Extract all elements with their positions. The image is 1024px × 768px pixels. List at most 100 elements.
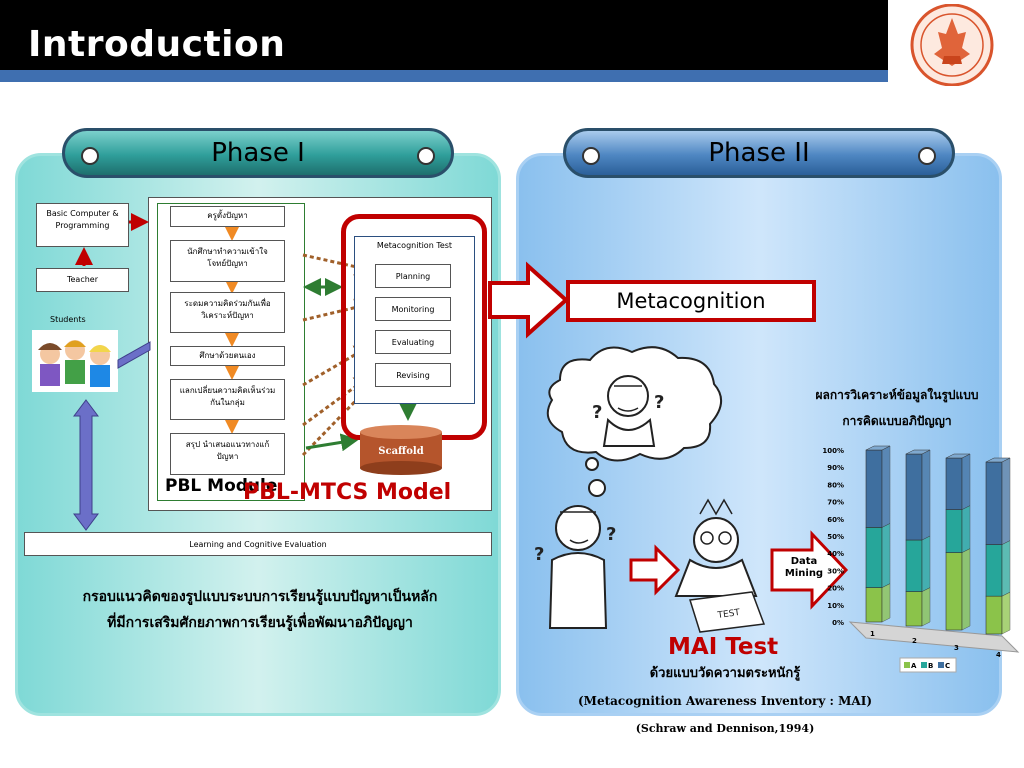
bar-segment-side: [1001, 540, 1011, 597]
citation: (Schraw and Dennison,1994): [635, 722, 815, 735]
bar-segment-side: [1001, 591, 1011, 635]
bar-segment: [985, 595, 1003, 635]
bar-segment-side: [921, 449, 931, 541]
scaffold-cylinder-icon: [360, 425, 442, 475]
bar-segment: [985, 544, 1003, 597]
svg-text:?: ?: [606, 524, 616, 545]
page-title: Introduction: [28, 24, 286, 65]
legend-label: C: [945, 662, 950, 670]
basic-computer-box: Basic Computer & Programming: [36, 203, 129, 247]
planning-box: Planning: [375, 264, 451, 288]
x-tick-label: 4: [996, 651, 1001, 659]
mai-subtitle: ด้วยแบบวัดความตระหนักรู้: [649, 666, 801, 681]
bar-top: [945, 453, 971, 459]
caption-line-1: กรอบแนวคิดของรูปแบบระบบการเรียนรู้แบบปัญ…: [82, 589, 438, 605]
x-tick-label: 1: [870, 630, 875, 638]
legend-swatch: [904, 662, 910, 668]
teacher-box: Teacher: [36, 268, 129, 292]
step-box: สรุป นำเสนอแนวทางแก้ปัญหา: [170, 433, 285, 475]
bar-segment-side: [881, 445, 891, 528]
y-tick-label: 80%: [827, 481, 844, 489]
legend-label: A: [911, 662, 917, 670]
bar-segment: [985, 461, 1003, 545]
chart-title-line-2: การคิดแบบอภิปัญญา: [842, 414, 952, 428]
caption-line-2: ที่มีการเสริมศักยภาพการเรียนรู้เพื่อพัฒน…: [107, 615, 413, 631]
bar-segment-side: [921, 587, 931, 627]
svg-text:TEST: TEST: [716, 608, 741, 621]
y-tick-label: 40%: [827, 550, 844, 558]
phase-two-header: Phase II: [563, 128, 955, 178]
chart-floor: [848, 621, 1020, 653]
bar-segment: [905, 453, 923, 541]
bar-segment: [865, 449, 883, 528]
svg-text:?: ?: [654, 392, 664, 413]
evaluating-box: Evaluating: [375, 330, 451, 354]
revising-box: Revising: [375, 363, 451, 387]
step-box: ศึกษาด้วยตนเอง: [170, 346, 285, 366]
monitoring-box: Monitoring: [375, 297, 451, 321]
bar-top: [865, 445, 891, 451]
svg-text:?: ?: [534, 544, 544, 565]
students-illustration: [32, 330, 118, 392]
bar-segment-side: [961, 453, 971, 511]
mtcs-model-label: PBL-MTCS Model: [243, 480, 452, 505]
x-tick-label: 3: [954, 644, 959, 652]
legend-swatch: [921, 662, 927, 668]
bar-segment-side: [961, 548, 971, 631]
step-box: ระดมความคิดร่วมกันเพื่อวิเคราะห์ปัญหา: [170, 292, 285, 333]
pbl-module-label: PBL Module: [165, 476, 278, 496]
bar-segment-side: [1001, 457, 1011, 545]
step-box: นักศึกษาทำความเข้าใจโจทย์ปัญหา: [170, 240, 285, 282]
bar-segment-side: [881, 522, 891, 589]
phase-one-label: Phase I: [211, 138, 305, 168]
bar-segment-side: [921, 535, 931, 593]
bar-segment: [865, 527, 883, 588]
bullet-icon: [918, 147, 936, 165]
x-tick-label: 2: [912, 637, 917, 645]
bar-segment: [905, 591, 923, 627]
title-underline: [0, 70, 888, 82]
data-mining-label: Data Mining: [784, 556, 824, 579]
royal-emblem-icon: [910, 4, 994, 86]
students-label: Students: [50, 315, 86, 324]
chart-legend: [899, 657, 957, 673]
step-box: แลกเปลี่ยนความคิดเห็นร่วมกันในกลุ่ม: [170, 379, 285, 420]
legend-swatch: [938, 662, 944, 668]
bullet-icon: [417, 147, 435, 165]
y-tick-label: 30%: [827, 567, 844, 575]
chart-title-line-1: ผลการวิเคราะห์ข้อมูลในรูปแบบ: [815, 388, 979, 402]
y-tick-label: 100%: [822, 447, 844, 455]
bar-top: [985, 457, 1011, 463]
step-box: ครูตั้งปัญหา: [170, 206, 285, 227]
svg-text:?: ?: [592, 402, 602, 423]
y-tick-label: 90%: [827, 464, 844, 472]
legend-label: B: [928, 662, 933, 670]
bar-segment: [945, 509, 963, 553]
y-tick-label: 20%: [827, 585, 844, 593]
y-tick-label: 0%: [832, 619, 844, 627]
bar-segment-side: [881, 583, 891, 623]
bullet-icon: [582, 147, 600, 165]
metacognition-test-title: Metacognition Test: [376, 241, 453, 250]
mai-test-label: MAI Test: [668, 634, 779, 660]
metacognition-box: Metacognition: [566, 280, 816, 322]
stacked-bar-chart: 0% 10% 20% 30% 40% 50% 60% 70% 80% 90% 100% 1 2 3 4A B C: [822, 445, 1020, 673]
evaluation-bar: Learning and Cognitive Evaluation: [24, 532, 492, 556]
bar-segment: [905, 539, 923, 592]
y-tick-label: 60%: [827, 516, 844, 524]
title-bar: [0, 0, 888, 70]
mai-full-name: (Metacognition Awareness Inventory : MAI…: [577, 694, 873, 708]
phase-two-label: Phase II: [708, 138, 810, 168]
bar-segment: [945, 457, 963, 510]
highlight-frame: [341, 214, 487, 440]
phase-one-header: Phase I: [62, 128, 454, 178]
scaffold-label: Scaffold: [378, 446, 424, 457]
y-tick-label: 50%: [827, 533, 844, 541]
bar-top: [905, 449, 931, 455]
bar-segment: [945, 552, 963, 631]
y-tick-label: 10%: [827, 602, 844, 610]
bar-segment-side: [961, 505, 971, 554]
y-tick-label: 70%: [827, 499, 844, 507]
bullet-icon: [81, 147, 99, 165]
